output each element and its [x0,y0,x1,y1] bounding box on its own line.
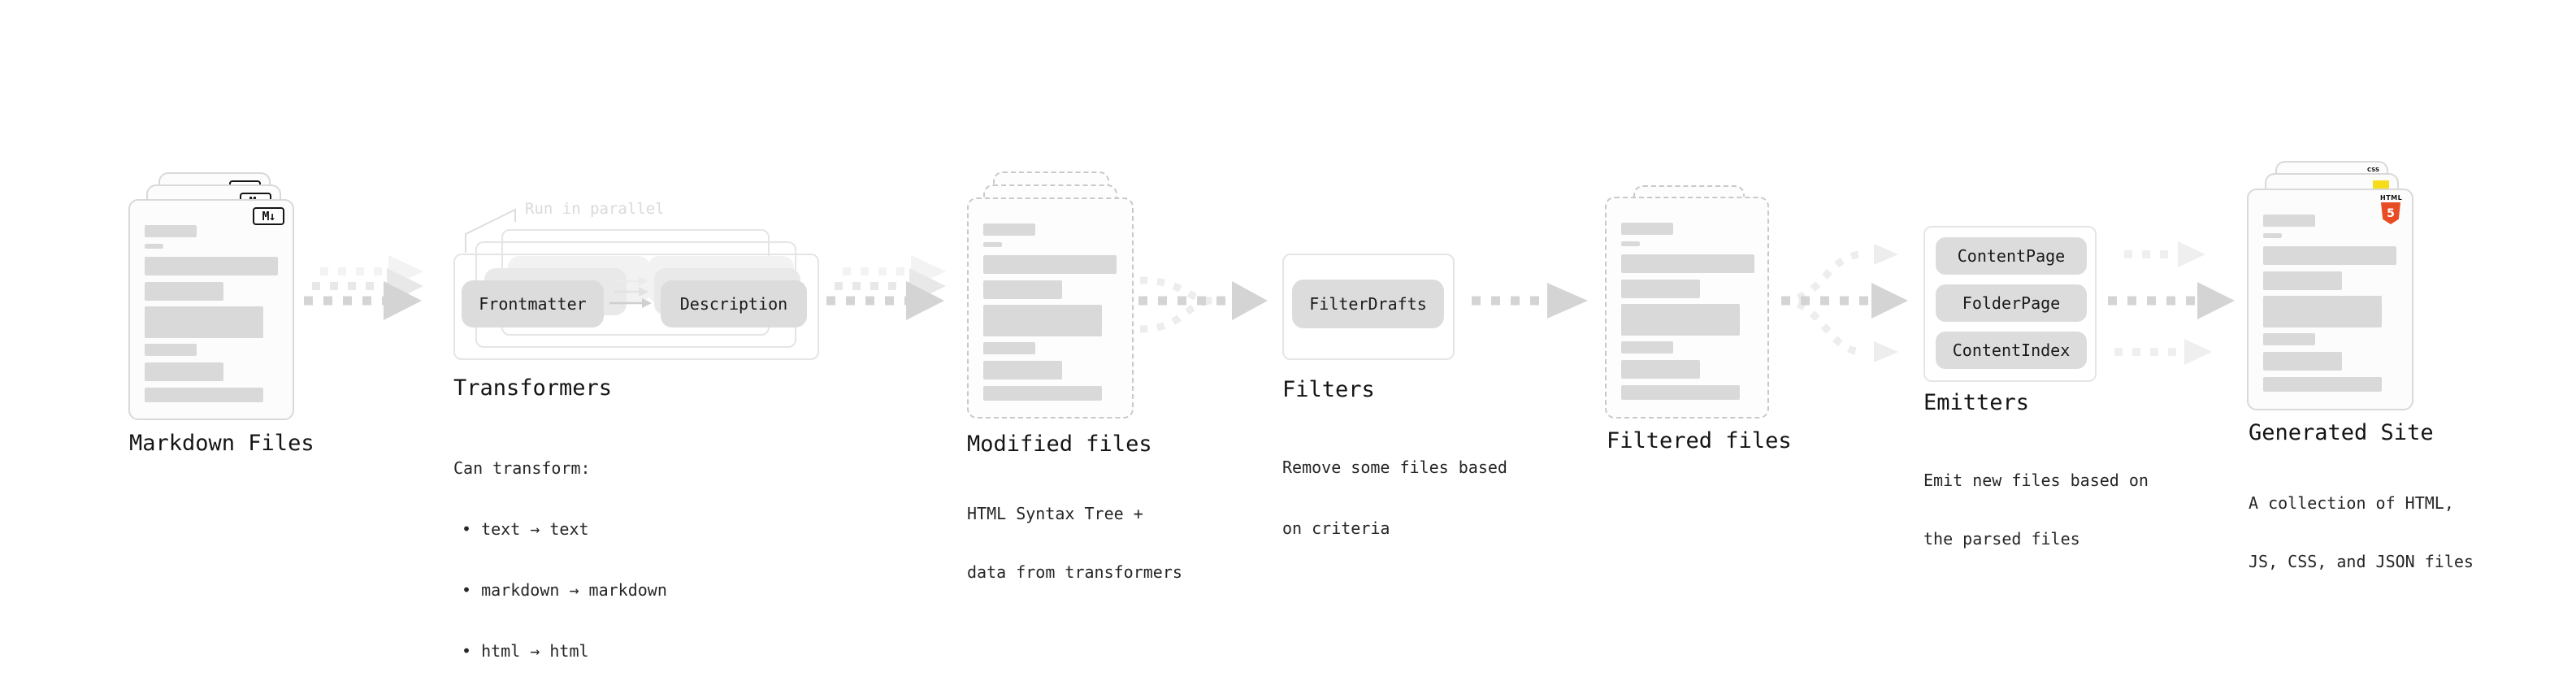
html5-icon-shield: 5 [2381,202,2400,224]
filterdrafts-pill: FilterDrafts [1292,280,1444,328]
placeholder-bar [145,306,263,338]
placeholder-bar [1621,223,1673,235]
placeholder-bar [983,242,1002,247]
transformers-box-front [453,254,819,360]
desc-line: Emit new files based on [1923,471,2149,490]
arrow-emitters-to-generated [2108,241,2235,365]
markdown-files-stack: M↓ M↓ M↓ [128,172,323,424]
placeholder-bar [1621,360,1700,379]
placeholder-bar [983,305,1102,336]
generated-site-stack: CSS HTML 5 [2247,161,2442,421]
placeholder-bar [983,255,1117,274]
placeholder-bar [1621,341,1673,354]
arrow-markdown-to-transformers [304,255,423,320]
description-pill: Description [661,280,807,327]
contentpage-pill: ContentPage [1936,237,2087,275]
modified-files-description: HTML Syntax Tree + data from transformer… [967,465,1182,621]
placeholder-bar [145,257,278,275]
filtered-files-label: Filtered files [1607,428,1792,453]
filtered-files-stack [1605,185,1800,429]
desc-bullet: • markdown → markdown [462,580,667,600]
placeholder-bar [145,225,197,237]
placeholder-bar [2263,246,2396,265]
desc-line: JS, CSS, and JSON files [2249,552,2474,571]
frontmatter-pill: Frontmatter [462,280,604,327]
modified-files-label: Modified files [967,432,1152,457]
placeholder-bar [983,342,1035,354]
modified-files-stack [967,171,1162,423]
markdown-doc-front: M↓ [128,199,294,420]
placeholder-bar [2263,377,2382,392]
arrow-filtered-to-emitters [1780,244,1908,362]
markdown-icon: M↓ [253,207,284,225]
generated-site-label: Generated Site [2249,420,2434,445]
emitters-label: Emitters [1923,390,2030,415]
placeholder-bar [983,361,1062,380]
html5-icon: HTML 5 [2380,194,2403,224]
generated-site-description: A collection of HTML, JS, CSS, and JSON … [2249,454,2474,610]
js-icon [2373,180,2389,189]
desc-line: A collection of HTML, [2249,493,2454,513]
placeholder-bar [1621,304,1740,336]
placeholder-bar [2263,352,2342,371]
filters-label: Filters [1282,377,1375,402]
placeholder-bar [1621,385,1740,400]
placeholder-bar [983,386,1102,401]
placeholder-bar [145,344,197,356]
markdown-files-label: Markdown Files [129,431,314,456]
css-icon-text: CSS [2366,167,2380,173]
placeholder-bar [2263,233,2282,238]
placeholder-bar [145,388,263,402]
run-in-parallel-callout-line [465,208,516,253]
placeholder-bar [983,223,1035,236]
transformers-description: Can transform: • text → text • markdown … [453,418,667,681]
contentindex-pill: ContentIndex [1936,332,2087,369]
html5-icon-word: HTML [2380,194,2403,202]
desc-bullet: • html → html [462,641,589,661]
desc-line: HTML Syntax Tree + [967,504,1143,523]
generated-doc-front: HTML 5 [2247,189,2413,410]
placeholder-bar [145,282,223,301]
html5-icon-number: 5 [2387,206,2395,220]
arrow-filters-to-filtered [1472,283,1588,319]
placeholder-bar [2263,271,2342,290]
run-in-parallel-annotation: Run in parallel [525,200,665,218]
placeholder-bar [2263,333,2315,345]
folderpage-pill: FolderPage [1936,284,2087,322]
placeholder-bar [1621,254,1754,273]
filtered-doc-front [1605,197,1769,419]
placeholder-bar [1621,280,1700,298]
emitters-description: Emit new files based on the parsed files [1923,432,2149,588]
modified-doc-front [967,197,1134,419]
placeholder-bar [983,280,1062,299]
desc-line: on criteria [1282,518,1390,538]
desc-line: Remove some files based [1282,458,1507,477]
desc-line: Can transform: [453,458,591,478]
desc-line: the parsed files [1923,529,2080,549]
placeholder-bar [2263,296,2382,327]
placeholder-bar [2263,215,2315,227]
filters-description: Remove some files based on criteria [1282,417,1507,579]
placeholder-bar [145,244,163,249]
transformers-label: Transformers [453,375,613,401]
transformers-inner-arrows [465,208,652,308]
placeholder-bar [145,362,223,381]
arrow-transformers-to-modified [826,255,946,320]
desc-bullet: • text → text [462,519,589,539]
placeholder-bar [1621,241,1640,246]
desc-line: data from transformers [967,562,1182,582]
arrow-modified-to-filters [1138,276,1268,333]
